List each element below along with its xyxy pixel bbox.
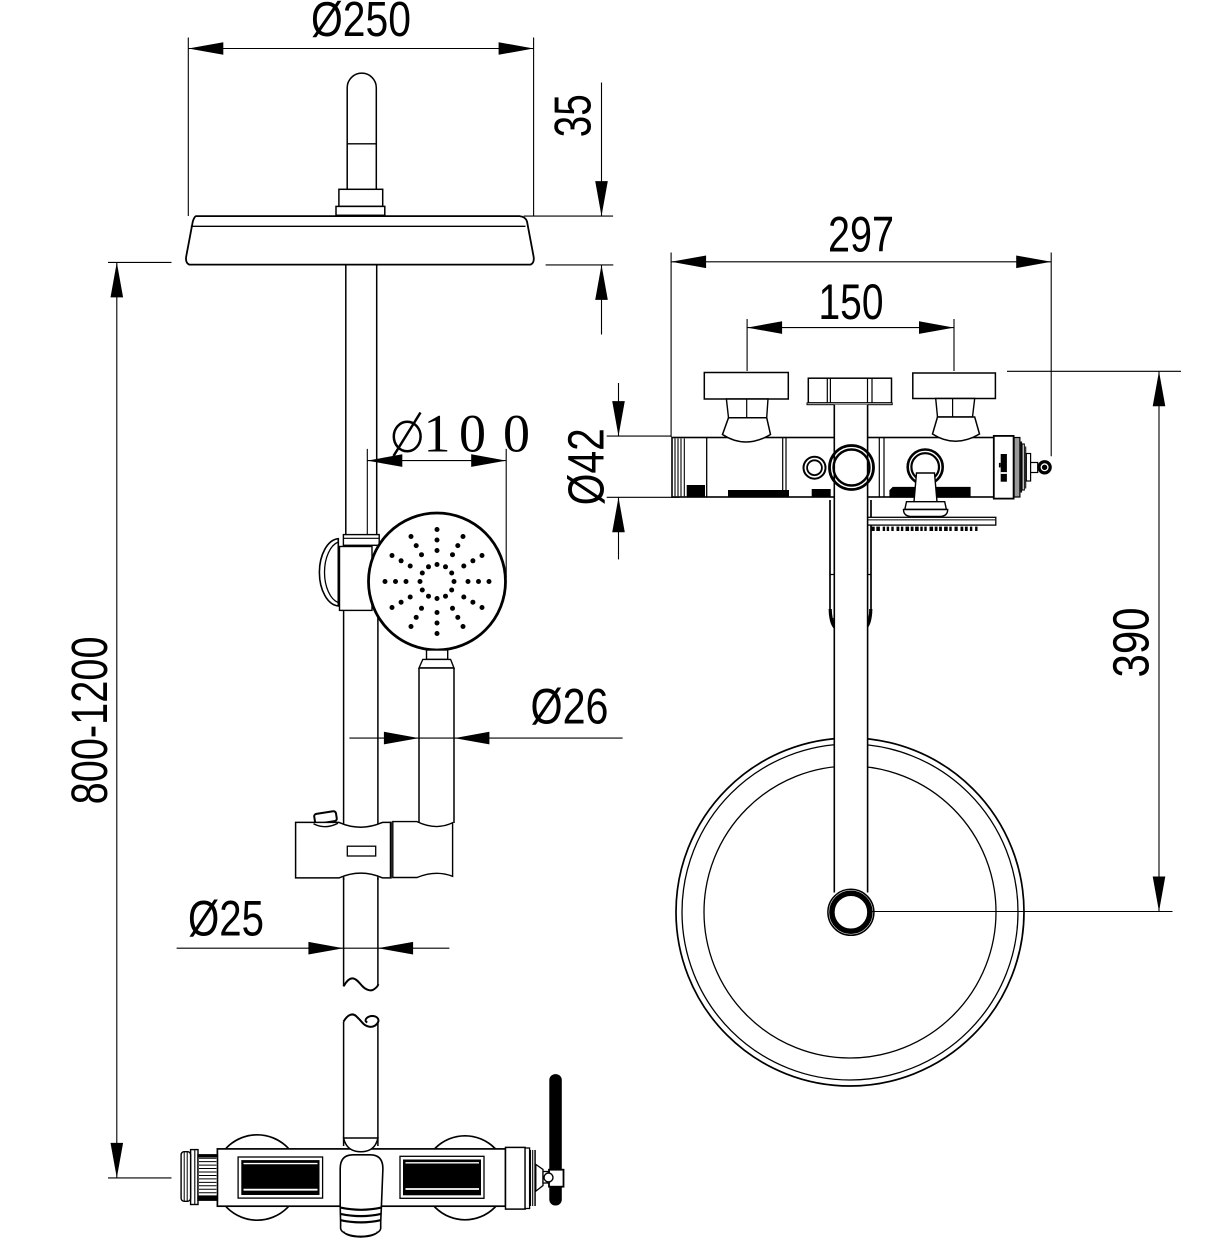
svg-text:0: 0 <box>503 403 530 463</box>
svg-text:800-1200: 800-1200 <box>61 636 118 804</box>
svg-text:Ø42: Ø42 <box>558 428 615 505</box>
svg-text:Ø26: Ø26 <box>531 678 609 734</box>
svg-text:35: 35 <box>545 94 603 137</box>
svg-text:1: 1 <box>424 403 451 463</box>
svg-text:0: 0 <box>459 403 486 463</box>
svg-text:Ø25: Ø25 <box>188 890 264 946</box>
svg-text:297: 297 <box>828 206 894 262</box>
svg-text:150: 150 <box>819 274 884 330</box>
svg-text:390: 390 <box>1103 608 1160 678</box>
svg-text:Ø250: Ø250 <box>311 0 411 47</box>
